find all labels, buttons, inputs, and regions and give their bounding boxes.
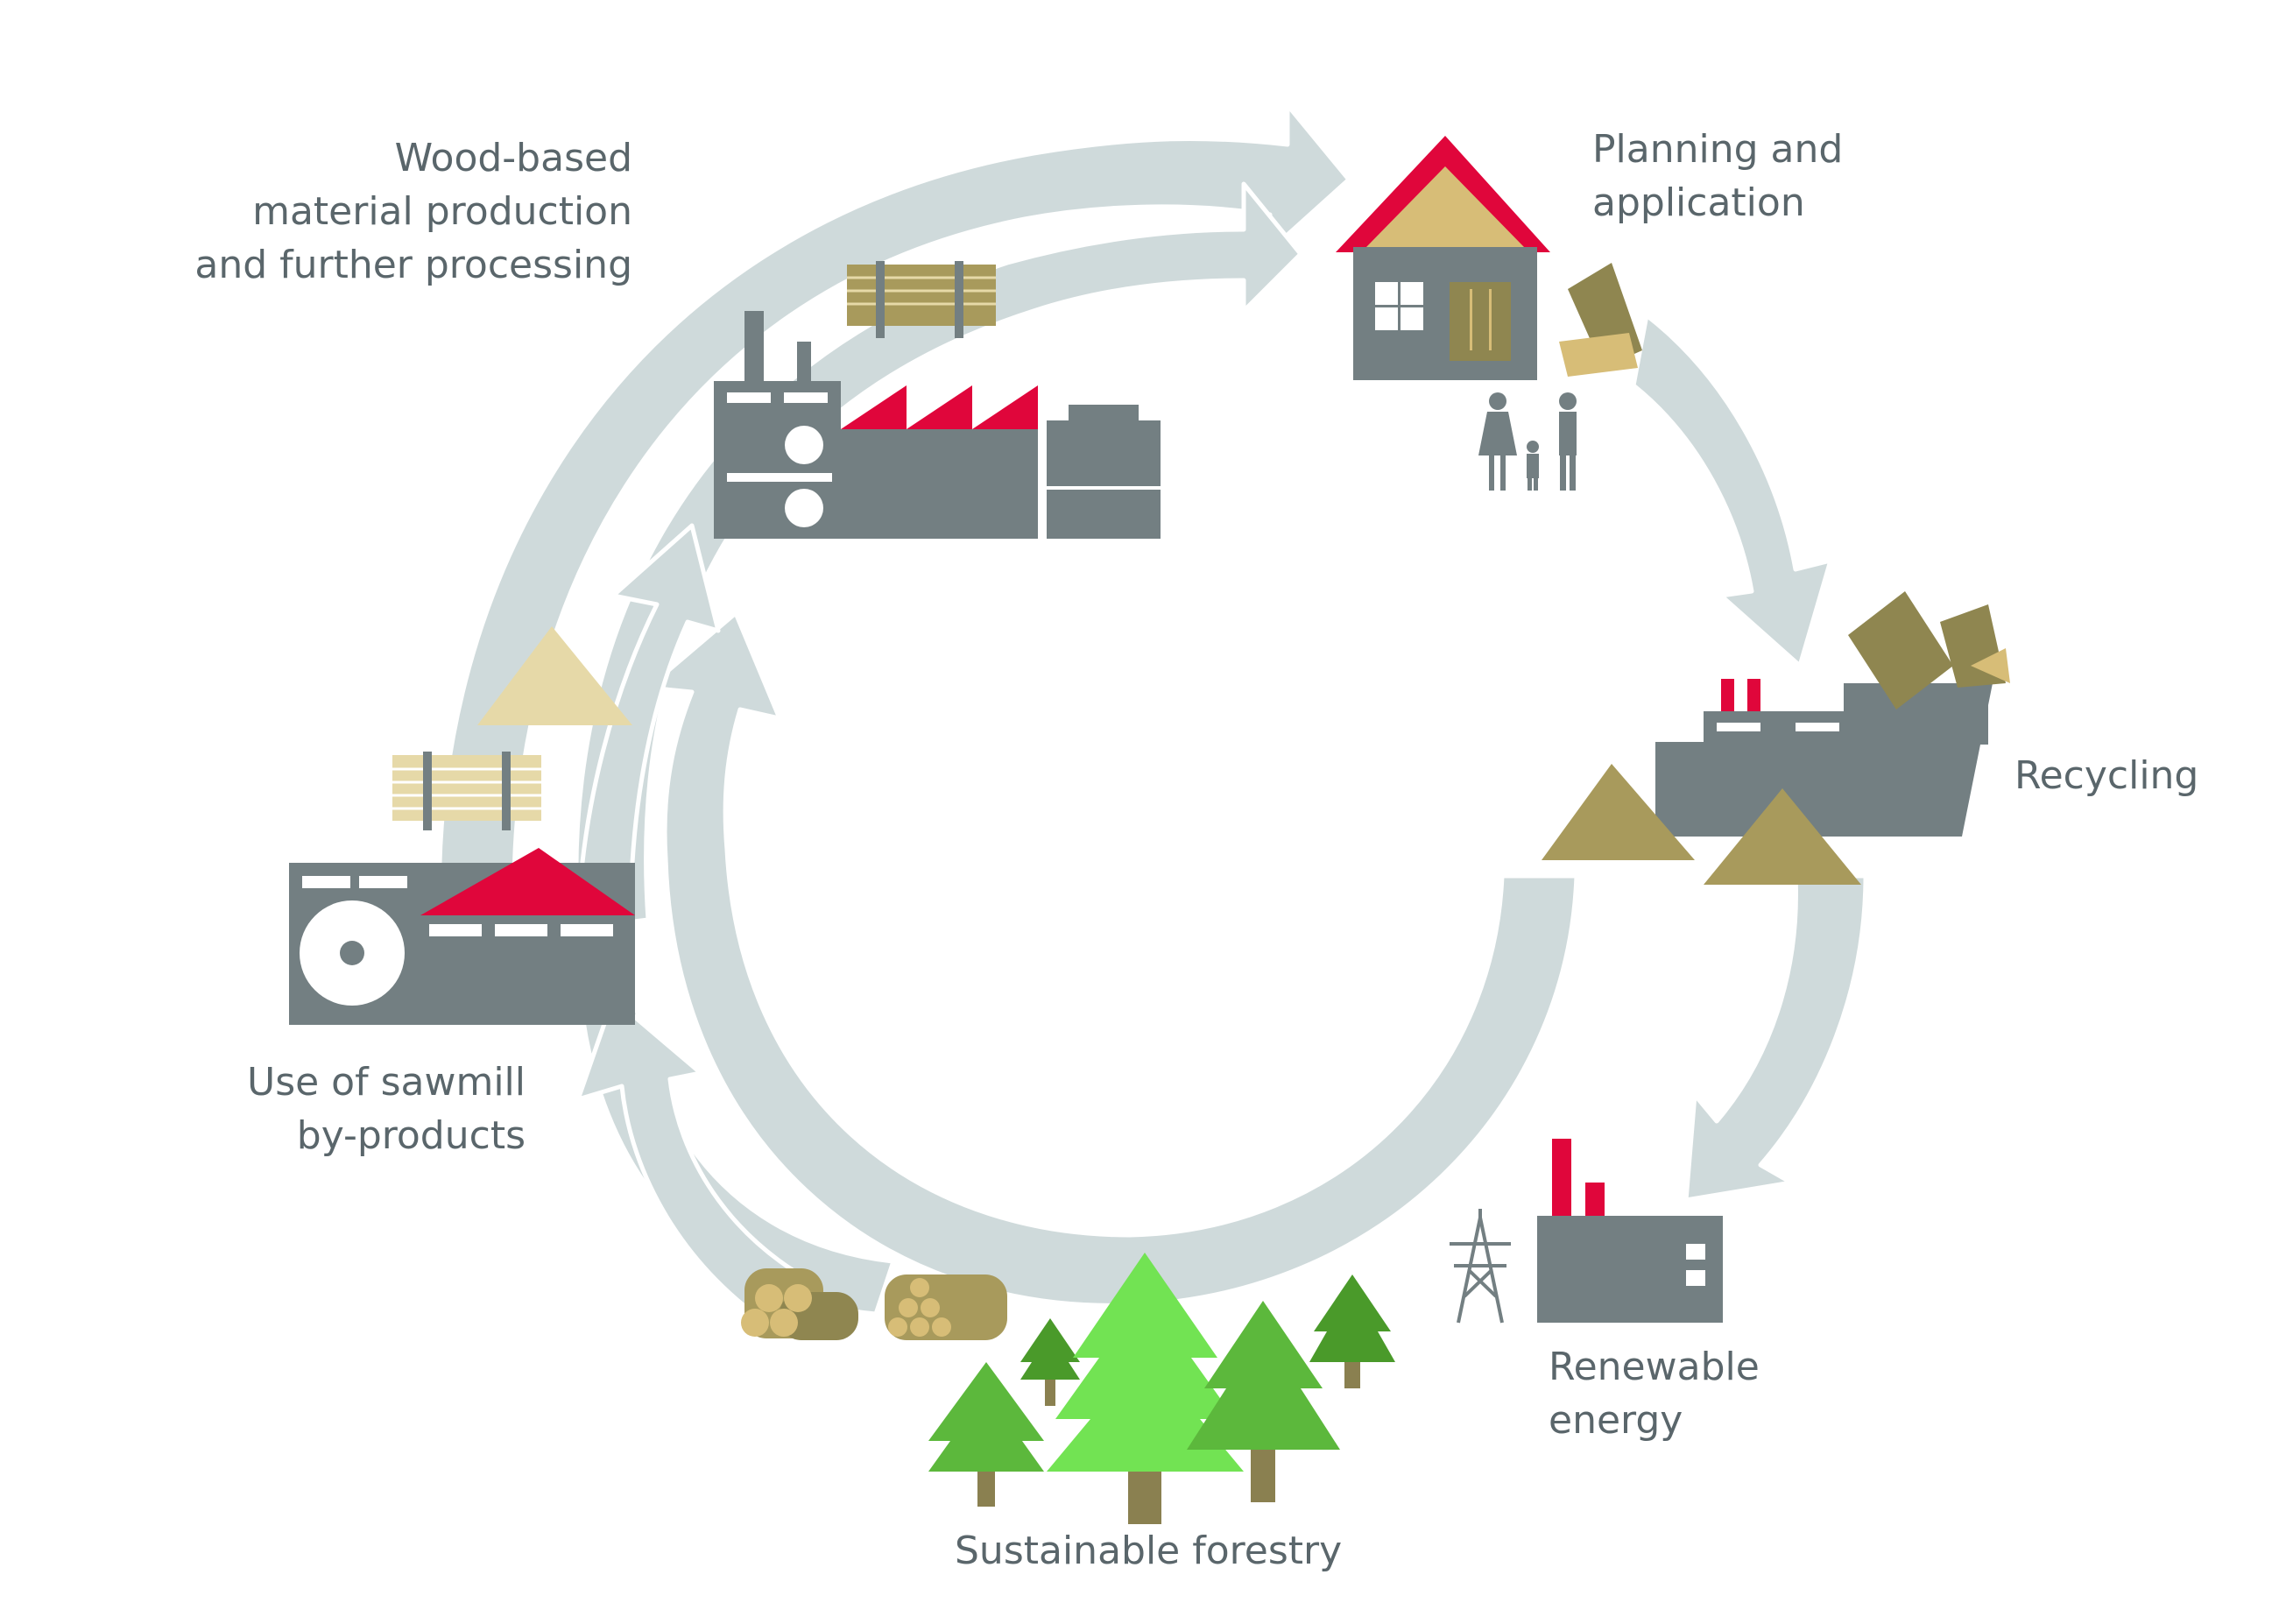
power-plant-icon <box>1537 1139 1723 1323</box>
recycling-plant-icon <box>1542 591 2010 885</box>
label-sawmill-byproducts: Use of sawmill by-products <box>247 1056 526 1162</box>
arrow-to-recycling <box>1631 313 1833 668</box>
chip-pile-right-icon <box>1704 788 1861 885</box>
tree-small-right-icon <box>1309 1274 1395 1388</box>
label-renewable-line1: Renewable <box>1549 1345 1760 1389</box>
label-wood-based-line3: and further processing <box>194 243 632 287</box>
label-sawmill-line1: Use of sawmill <box>247 1060 526 1105</box>
wood-planks-icon <box>1559 263 1642 377</box>
family-icon <box>1478 392 1577 491</box>
label-sawmill-line2: by-products <box>296 1113 526 1158</box>
lumber-stack-dark-icon <box>847 261 996 338</box>
sawdust-pile-icon <box>477 626 632 725</box>
label-planning-line2: application <box>1592 180 1805 225</box>
label-planning-application: Planning and application <box>1592 123 1843 229</box>
label-wood-based-production: Wood-based material production and furth… <box>194 131 632 292</box>
arrow-to-planning <box>437 102 1351 966</box>
production-factory-icon <box>714 261 1161 539</box>
label-recycling-line1: Recycling <box>2014 753 2199 798</box>
log-pile-right-icon <box>885 1274 1007 1340</box>
tree-mid-icon <box>1187 1301 1340 1502</box>
scrap-wood-icon <box>1848 591 2010 710</box>
power-pylon-icon <box>1450 1209 1511 1324</box>
arrow-to-planning-inner <box>574 181 1303 931</box>
label-wood-based-line1: Wood-based <box>394 136 632 180</box>
arrow-to-energy <box>1683 873 1868 1203</box>
tree-small-left-icon <box>928 1362 1044 1507</box>
label-sustainable-forestry: Sustainable forestry <box>955 1524 1342 1578</box>
sawmill-icon <box>289 626 635 1025</box>
tree-tiny-icon <box>1020 1318 1080 1406</box>
chip-pile-left-icon <box>1542 764 1695 860</box>
label-wood-based-line2: material production <box>252 189 632 234</box>
label-renewable-line2: energy <box>1549 1398 1683 1443</box>
log-pile-left-icon <box>741 1268 858 1340</box>
label-forestry-line1: Sustainable forestry <box>955 1529 1343 1573</box>
arrow-recycling-to-production <box>646 611 1579 1308</box>
label-planning-line1: Planning and <box>1592 127 1844 172</box>
label-renewable-energy: Renewable energy <box>1549 1340 1760 1447</box>
house-icon <box>1336 136 1642 491</box>
cycle-arrows <box>437 102 1868 1334</box>
forest-icon <box>928 1253 1395 1524</box>
lumber-stack-light-icon <box>392 752 541 830</box>
saw-blade-icon <box>300 900 405 1006</box>
tree-large-icon <box>1047 1253 1244 1524</box>
label-recycling: Recycling <box>2014 749 2198 802</box>
